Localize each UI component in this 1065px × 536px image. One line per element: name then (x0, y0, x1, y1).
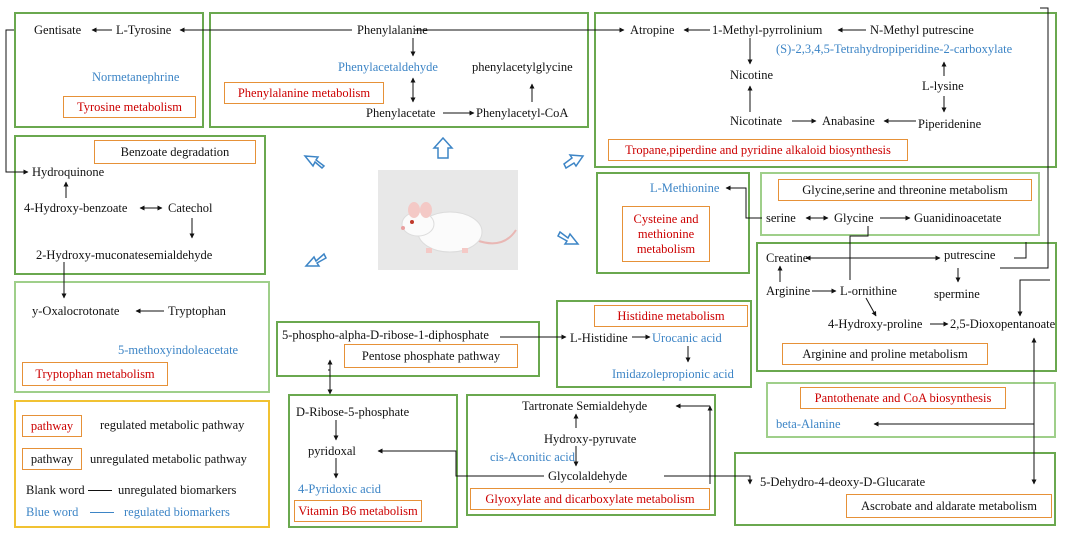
metabolite-phenylacetate: Phenylacetate (366, 106, 436, 120)
pathway-label-vitaminb6: Vitamin B6 metabolism (294, 500, 422, 522)
panel-tropane (594, 12, 1057, 168)
panel-legend (14, 400, 270, 528)
metabolite-tryptophan: Tryptophan (168, 304, 226, 318)
metabolite-y-oxalocrotonate: y-Oxalocrotonate (32, 304, 120, 318)
legend-desc-regulated: regulated metabolic pathway (100, 418, 245, 432)
metabolite-creatine: Creatine (766, 251, 809, 265)
panel-phenylalanine (209, 12, 589, 128)
metabolite-spermine: spermine (934, 287, 980, 301)
metabolite-glucarate: 5-Dehydro-4-deoxy-D-Glucarate (760, 475, 926, 489)
panel-cysteine (596, 172, 750, 274)
metabolite-l-histidine: L-Histidine (570, 331, 628, 345)
biomarker-5-methoxyindoleacetate: 5-methoxyindoleacetate (118, 343, 239, 357)
legend-blue-word: Blue word (26, 505, 79, 519)
pathway-label-cysteine-line1: Cysteine and (633, 211, 699, 226)
metabolite-anabasine: Anabasine (822, 114, 875, 128)
metabolite-nicotine: Nicotine (730, 68, 774, 82)
legend-swatch-regulated: pathway (22, 415, 82, 437)
metabolite-4-hydroxy-proline: 4-Hydroxy-proline (828, 317, 923, 331)
metabolite-glycine: Glycine (834, 211, 874, 225)
panel-pantothenate (766, 382, 1056, 438)
biomarker-tetrahydropiperidine-carboxylate: (S)-2,3,4,5-Tetrahydropiperidine-2-carbo… (776, 42, 1013, 56)
legend-blue-dash (90, 512, 114, 513)
metabolite-guanidinoacetate: Guanidinoacetate (914, 211, 1002, 225)
pathway-label-glyoxylate: Glyoxylate and dicarboxylate metabolism (470, 488, 710, 510)
biomarker-phenylacetaldehyde: Phenylacetaldehyde (338, 60, 438, 74)
pathway-label-phenylalanine: Phenylalanine metabolism (224, 82, 384, 104)
metabolite-prpp: 5-phospho-alpha-D-ribose-1-diphosphate (282, 328, 489, 342)
metabolite-tartronate-semialdehyde: Tartronate Semialdehyde (522, 399, 648, 413)
pathway-label-pentose: Pentose phosphate pathway (344, 344, 518, 368)
metabolite-2-hydroxy-muconatesemialdehyde: 2-Hydroxy-muconatesemialdehyde (36, 248, 213, 262)
metabolite-glycolaldehyde: Glycolaldehyde (548, 469, 628, 483)
legend-desc-unregulated: unregulated metabolic pathway (90, 452, 247, 466)
metabolite-l-ornithine: L-ornithine (840, 284, 897, 298)
panel-ascorbate (734, 452, 1056, 526)
metabolite-piperidenine: Piperidenine (918, 117, 982, 131)
panel-arginine (756, 242, 1057, 372)
metabolite-2-5-dioxopentanoate: 2,5-Dioxopentanoate (950, 317, 1056, 331)
metabolite-serine: serine (766, 211, 796, 225)
metabolite-l-tyrosine: L-Tyrosine (116, 23, 172, 37)
metabolite-catechol: Catechol (168, 201, 213, 215)
metabolite-gentisate: Gentisate (34, 23, 82, 37)
metabolite-atropine: Atropine (630, 23, 675, 37)
metabolite-d-ribose-5-phosphate: D-Ribose-5-phosphate (296, 405, 410, 419)
metabolite-1-methyl-pyrrolinium: 1-Methyl-pyrrolinium (712, 23, 823, 37)
pathway-label-glycine: Glycine,serine and threonine metabolism (778, 179, 1032, 201)
legend-blue-desc: regulated biomarkers (124, 505, 230, 519)
pathway-label-tryptophan: Tryptophan metabolism (22, 362, 168, 386)
metabolite-phenylacetyl-coa: Phenylacetyl-CoA (476, 106, 569, 120)
biomarker-4-pyridoxic-acid: 4-Pyridoxic acid (298, 482, 381, 496)
white-rat-image (378, 170, 518, 270)
metabolite-arginine: Arginine (766, 284, 811, 298)
panel-histidine (556, 300, 752, 388)
metabolite-pyridoxal: pyridoxal (308, 444, 356, 458)
metabolite-4-hydroxy-benzoate: 4-Hydroxy-benzoate (24, 201, 128, 215)
metabolite-phenylacetylglycine: phenylacetylglycine (472, 60, 573, 74)
metabolite-nicotinate: Nicotinate (730, 114, 783, 128)
biomarker-imidazolepropionic-acid: Imidazolepropionic acid (612, 367, 734, 381)
pathway-label-cysteine-line2: methionine (637, 226, 695, 241)
metabolite-phenylalanine: Phenylalanine (357, 23, 428, 37)
biomarker-normetanephrine: Normetanephrine (92, 70, 180, 84)
pathway-label-tyrosine: Tyrosine metabolism (63, 96, 196, 118)
legend-blank-word: Blank word (26, 483, 85, 497)
pathway-label-ascorbate: Ascrobate and aldarate metabolism (846, 494, 1052, 518)
panel-tryptophan (14, 281, 270, 393)
legend-blank-dash (88, 490, 112, 491)
metabolite-hydroxy-pyruvate: Hydroxy-pyruvate (544, 432, 637, 446)
biomarker-urocanic-acid: Urocanic acid (652, 331, 722, 345)
metabolite-n-methyl-putrescine: N-Methyl putrescine (870, 23, 974, 37)
pathway-label-histidine: Histidine metabolism (594, 305, 748, 327)
pathway-label-tropane: Tropane,piperdine and pyridine alkaloid … (608, 139, 908, 161)
legend-swatch-unregulated: pathway (22, 448, 82, 470)
pathway-label-cysteine: Cysteine and methionine metabolism (622, 206, 710, 262)
biomarker-l-methionine: L-Methionine (650, 181, 720, 195)
metabolite-hydroquinone: Hydroquinone (32, 165, 105, 179)
pathway-label-benzoate: Benzoate degradation (94, 140, 256, 164)
legend-blank-desc: unregulated biomarkers (118, 483, 237, 497)
pathway-label-cysteine-line3: metabolism (636, 241, 696, 256)
panel-benzoate (14, 135, 266, 275)
panel-pentose (276, 321, 540, 377)
pathway-label-pantothenate: Pantothenate and CoA biosynthesis (800, 387, 1006, 409)
metabolite-l-lysine: L-lysine (922, 79, 964, 93)
biomarker-beta-alanine: beta-Alanine (776, 417, 841, 431)
pathway-label-arginine: Arginine and proline metabolism (782, 343, 988, 365)
biomarker-cis-aconitic-acid: cis-Aconitic acid (490, 450, 576, 464)
metabolite-putrescine: putrescine (944, 248, 996, 262)
